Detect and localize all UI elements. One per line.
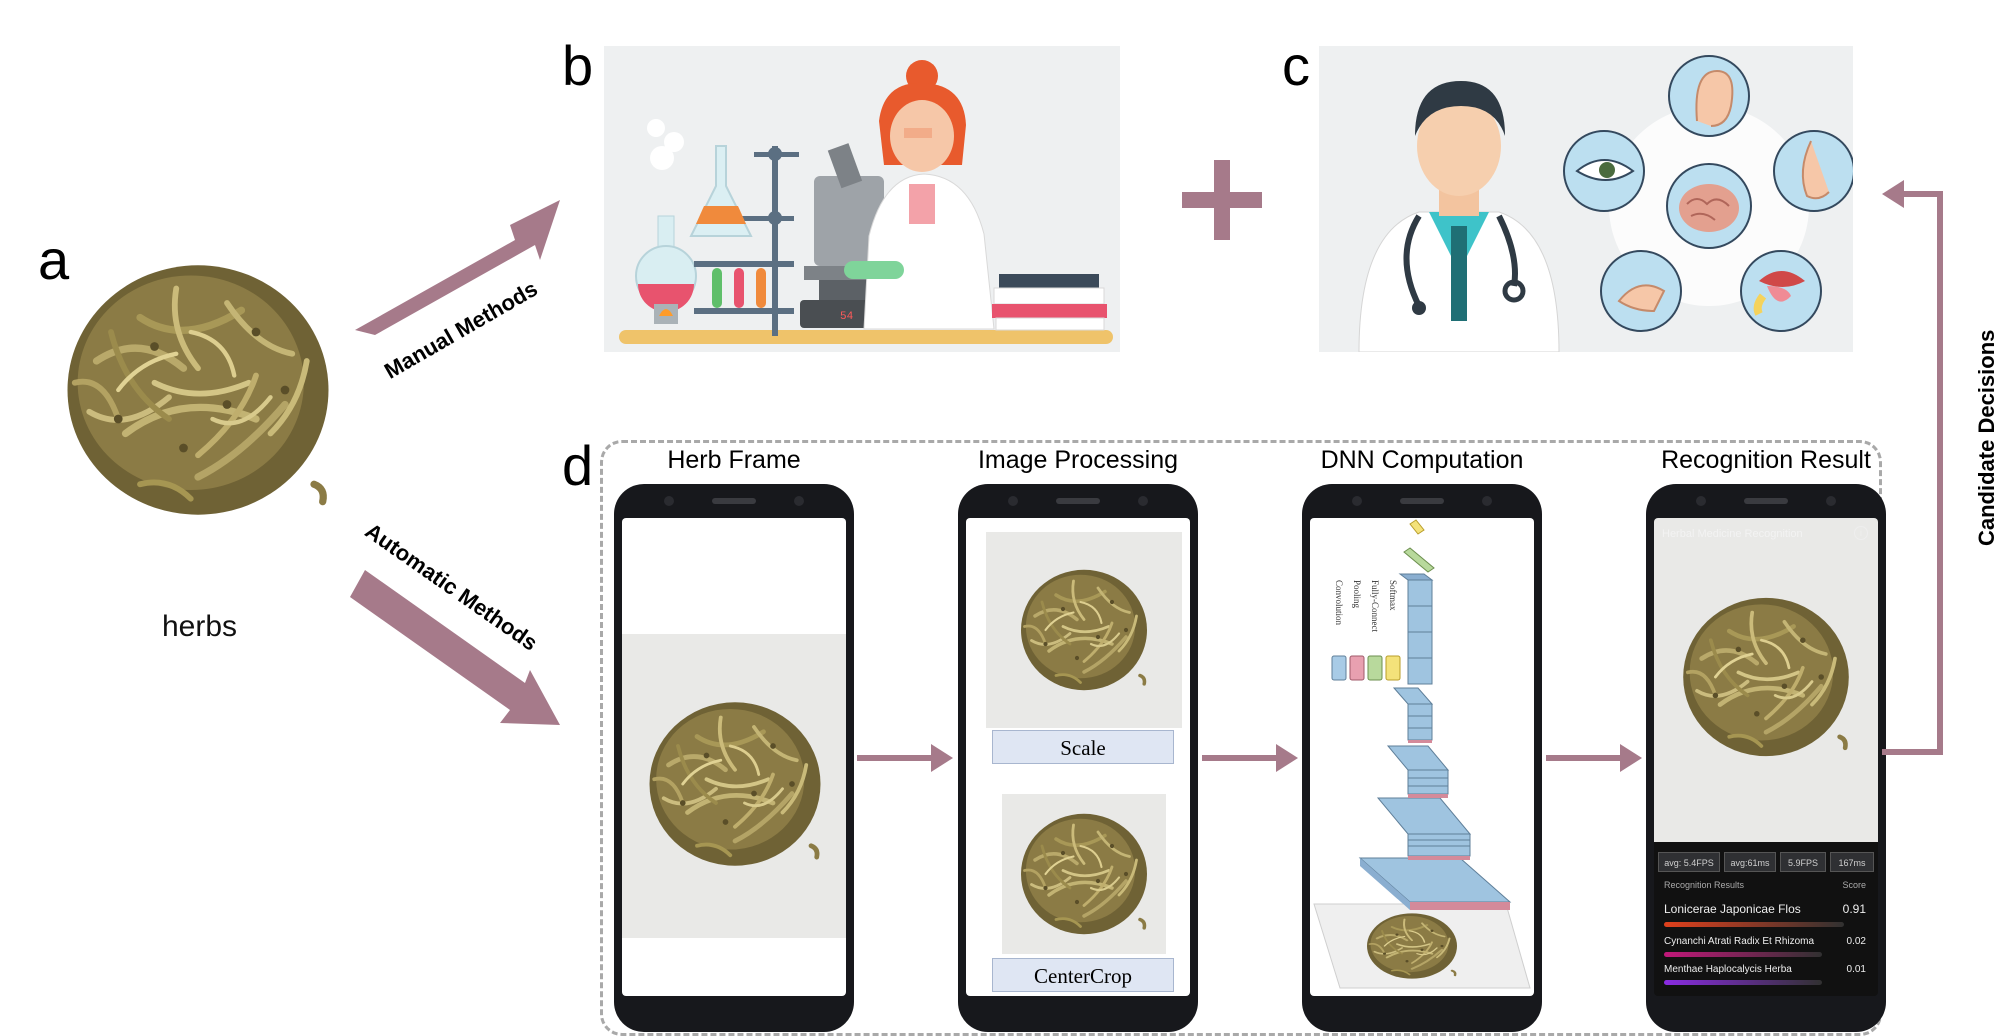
stat-avg-fps: avg: 5.4FPS [1658,852,1720,872]
panel-label-b: b [562,34,594,97]
stat-avg-ms: avg:61ms [1724,852,1776,872]
plus-sign-horizontal [1182,192,1262,208]
svg-text:54: 54 [840,311,854,323]
phone-dnn-computation: Convolution Pooling Fully-Connect Softma… [1302,484,1542,1032]
stage-title-dnn-computation: DNN Computation [1320,446,1524,474]
result-score-2: 0.02 [1846,936,1866,947]
legend-fully-connect: Fully-Connect [1370,580,1380,632]
results-header: Recognition Results [1664,880,1745,890]
result-name-1: Lonicerae Japonicae Flos [1664,902,1801,916]
herb-frame-photo [640,684,830,884]
result-score-1: 0.91 [1842,902,1866,916]
scale-step-label: Scale [992,730,1174,764]
stage-title-herb-frame: Herb Frame [667,446,801,474]
dnn-architecture-diagram [1313,519,1531,989]
panel-label-a: a [38,228,70,291]
recognition-app-screen: Herbal Medicine Recognition i avg: 5.4FP… [1654,518,1878,996]
camera-preview-photo [1674,582,1858,772]
panel-label-c: c [1282,34,1310,97]
result-name-2: Cynanchi Atrati Radix Et Rhizoma [1664,936,1815,947]
stage-title-recognition-result: Recognition Result [1661,446,1871,474]
stats-row: avg: 5.4FPS avg:61ms 5.9FPS 167ms [1658,852,1874,872]
result-score-3: 0.01 [1846,964,1866,975]
center-cropped-image [1002,794,1166,954]
flow-arrow-3 [1546,744,1642,772]
panel-label-d: d [562,434,594,497]
herb-pile-image [48,245,348,535]
result-bar-3 [1664,980,1822,985]
doctor-senses-illustration [1319,46,1853,352]
image-processing-screen: Scale CenterCrop [966,518,1190,996]
legend-softmax: Softmax [1388,580,1398,611]
legend-convolution: Convolution [1334,580,1344,626]
result-bar-2 [1664,952,1822,957]
candidate-decisions-label: Candidate Decisions [1974,329,1999,546]
candidate-decisions-arrow [1882,180,1943,755]
phone-image-processing: Scale CenterCrop [958,484,1198,1032]
stage-title-image-processing: Image Processing [977,446,1179,474]
manual-methods-arrow [355,200,560,335]
result-name-3: Menthae Haplocalycis Herba [1664,964,1792,975]
automatic-methods-arrow [350,570,560,725]
dnn-screen: Convolution Pooling Fully-Connect Softma… [1310,518,1534,996]
stat-fps: 5.9FPS [1780,852,1826,872]
laboratory-scientist-illustration: 54 [604,46,1120,352]
flow-arrow-2 [1202,744,1298,772]
phone-recognition-result: Herbal Medicine Recognition i avg: 5.4FP… [1646,484,1886,1032]
herb-frame-screen [622,518,846,996]
centercrop-step-label: CenterCrop [992,958,1174,992]
result-bar-1 [1664,922,1844,927]
herbs-label: herbs [162,610,238,643]
score-header: Score [1842,880,1866,890]
phone-herb-frame [614,484,854,1032]
legend-pooling: Pooling [1352,580,1362,609]
flow-arrow-1 [857,744,953,772]
scaled-image [986,532,1182,728]
info-icon[interactable]: i [1854,526,1868,540]
app-title: Herbal Medicine Recognition [1662,528,1803,540]
stat-ms: 167ms [1830,852,1874,872]
